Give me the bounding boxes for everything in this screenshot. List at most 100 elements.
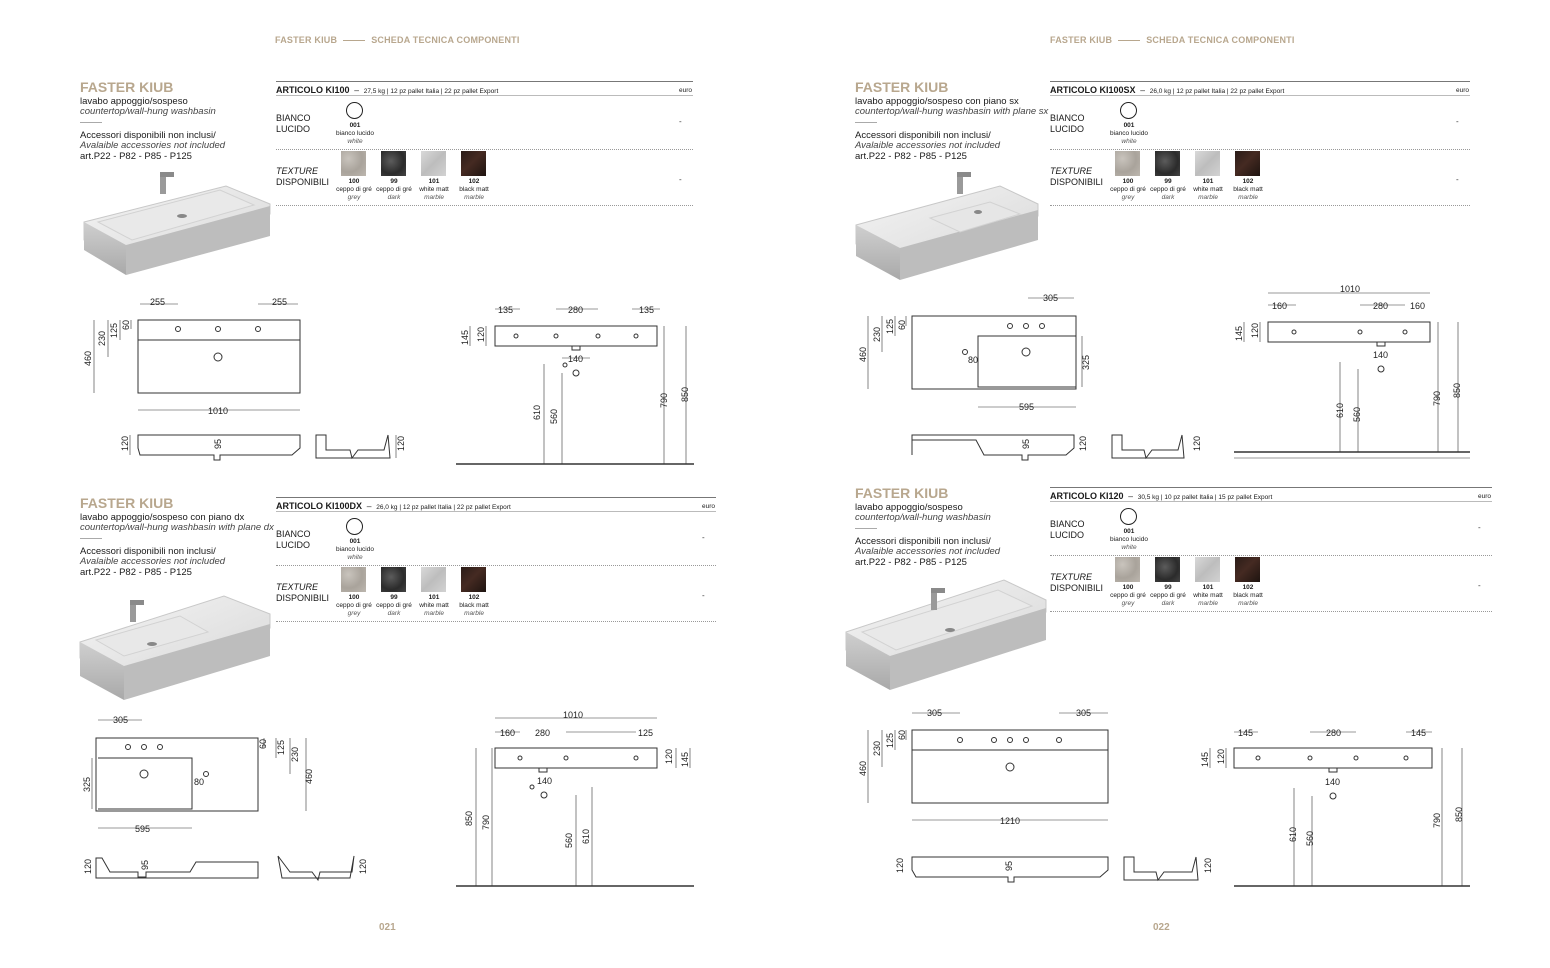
dim-text: 280 [1373,301,1388,311]
product-desc-en: countertop/wall-hung washbasin [855,512,991,523]
texture-swatch-99[interactable] [381,151,406,176]
dim-text: 560 [549,409,559,424]
product-desc-it: lavabo appoggio/sospeso con piano sx [855,96,1019,107]
row-label: LUCIDO [276,540,311,550]
dim-text: 140 [1325,777,1340,787]
swatch-name-en: white [347,138,363,145]
product-desc-it: lavabo appoggio/sospeso con piano dx [80,512,245,523]
dim-text: 1010 [1340,284,1360,294]
texture-swatch-100[interactable] [341,151,366,176]
currency-label: euro [1456,87,1470,94]
accessories-label: Accessori disponibili non inclusi/ [80,130,216,141]
texture-swatch-100[interactable] [1115,557,1140,582]
article-subrule [276,511,716,512]
divider [855,122,877,123]
swatch-name-en: marble [464,610,484,617]
article-header: ARTICOLO KI100DX – 26,0 kg | 12 pz palle… [276,501,511,511]
swatch-code: 99 [1164,178,1172,185]
drawing-ki100sx-wall [1234,292,1470,459]
row-label: BIANCO [1050,113,1085,123]
texture-swatch-102[interactable] [1235,151,1260,176]
dim-text: 120 [396,436,406,451]
row-label: BIANCO [276,113,311,123]
row-separator [276,565,716,566]
dim-text: 305 [1076,708,1091,718]
drawing-ki100sx-side [911,434,1185,461]
price-white: - [702,533,705,542]
dim-text: 230 [97,331,107,346]
swatch-name: ceppo di gré [1150,592,1186,599]
swatch-name: ceppo di gré [336,602,372,609]
dim-text: 145 [1411,728,1426,738]
texture-swatch-99[interactable] [1155,557,1180,582]
dim-text: 145 [460,330,470,345]
article-code: ARTICOLO KI120 [1050,491,1124,501]
dim-text: 145 [1238,728,1253,738]
swatch-name-en: marble [424,610,444,617]
texture-swatch-101[interactable] [421,151,446,176]
drawing-ki120-side [911,856,1199,883]
white-finish-swatch[interactable] [1120,102,1137,119]
texture-swatch-102[interactable] [1235,557,1260,582]
row-separator [1050,149,1470,150]
dim-text: 120 [476,327,486,342]
drawing-ki100dx-wall [456,717,694,887]
swatch-name: bianco lucido [336,546,374,553]
dim-text: 120 [83,859,93,874]
dim-text: 120 [120,436,130,451]
dim-text: 610 [1335,403,1345,418]
product-desc-it: lavabo appoggio/sospeso [855,502,963,513]
swatch-name-en: grey [347,194,361,201]
dim-text: 305 [113,715,128,725]
drawing-ki100dx-top [91,719,307,829]
row-label: TEXTURE [1050,572,1093,582]
price-textures: - [1456,175,1459,184]
swatch-name: black matt [459,602,489,609]
dim-text: 120 [895,858,905,873]
texture-swatch-102[interactable] [461,151,486,176]
swatch-name-en: white [347,554,363,561]
swatch-name: bianco lucido [336,130,374,137]
dim-text: 120 [1203,858,1213,873]
article-rule [1050,487,1492,488]
dim-text: 325 [82,777,92,792]
header-brand: FASTER KIUB [275,35,338,45]
swatch-name-en: marble [424,194,444,201]
article-rule [1050,81,1470,82]
dim-text: 120 [1078,436,1088,451]
texture-swatch-100[interactable] [1115,151,1140,176]
drawing-ki120-top [867,712,1109,821]
dim-text: 125 [109,323,119,338]
texture-swatch-99[interactable] [381,567,406,592]
swatch-name: white matt [419,602,449,609]
white-finish-swatch[interactable] [1120,508,1137,525]
texture-swatch-102[interactable] [461,567,486,592]
dim-text: 790 [1432,391,1442,406]
dim-text: 95 [140,860,150,870]
price-textures: - [679,175,682,184]
swatch-name: black matt [1233,186,1263,193]
dim-text: 95 [1004,861,1014,871]
dim-text: 80 [968,355,978,365]
dim-text: 120 [1250,323,1260,338]
dim-text: 790 [659,393,669,408]
accessories-en: Avalaible accessories not included [80,556,226,567]
white-finish-swatch[interactable] [346,518,363,535]
texture-swatch-99[interactable] [1155,151,1180,176]
texture-swatch-101[interactable] [1195,557,1220,582]
swatch-code: 101 [428,594,440,601]
texture-swatch-100[interactable] [341,567,366,592]
dim-text: 80 [194,777,204,787]
article-specs: 26,0 kg | 12 pz pallet Italia | 22 pz pa… [1149,88,1285,95]
swatch-name-en: dark [387,610,401,617]
texture-swatch-101[interactable] [421,567,446,592]
swatch-code: 100 [1122,584,1134,591]
white-finish-swatch[interactable] [346,102,363,119]
texture-swatch-101[interactable] [1195,151,1220,176]
row-label: DISPONIBILI [1050,177,1104,187]
price-white: - [1478,523,1481,532]
